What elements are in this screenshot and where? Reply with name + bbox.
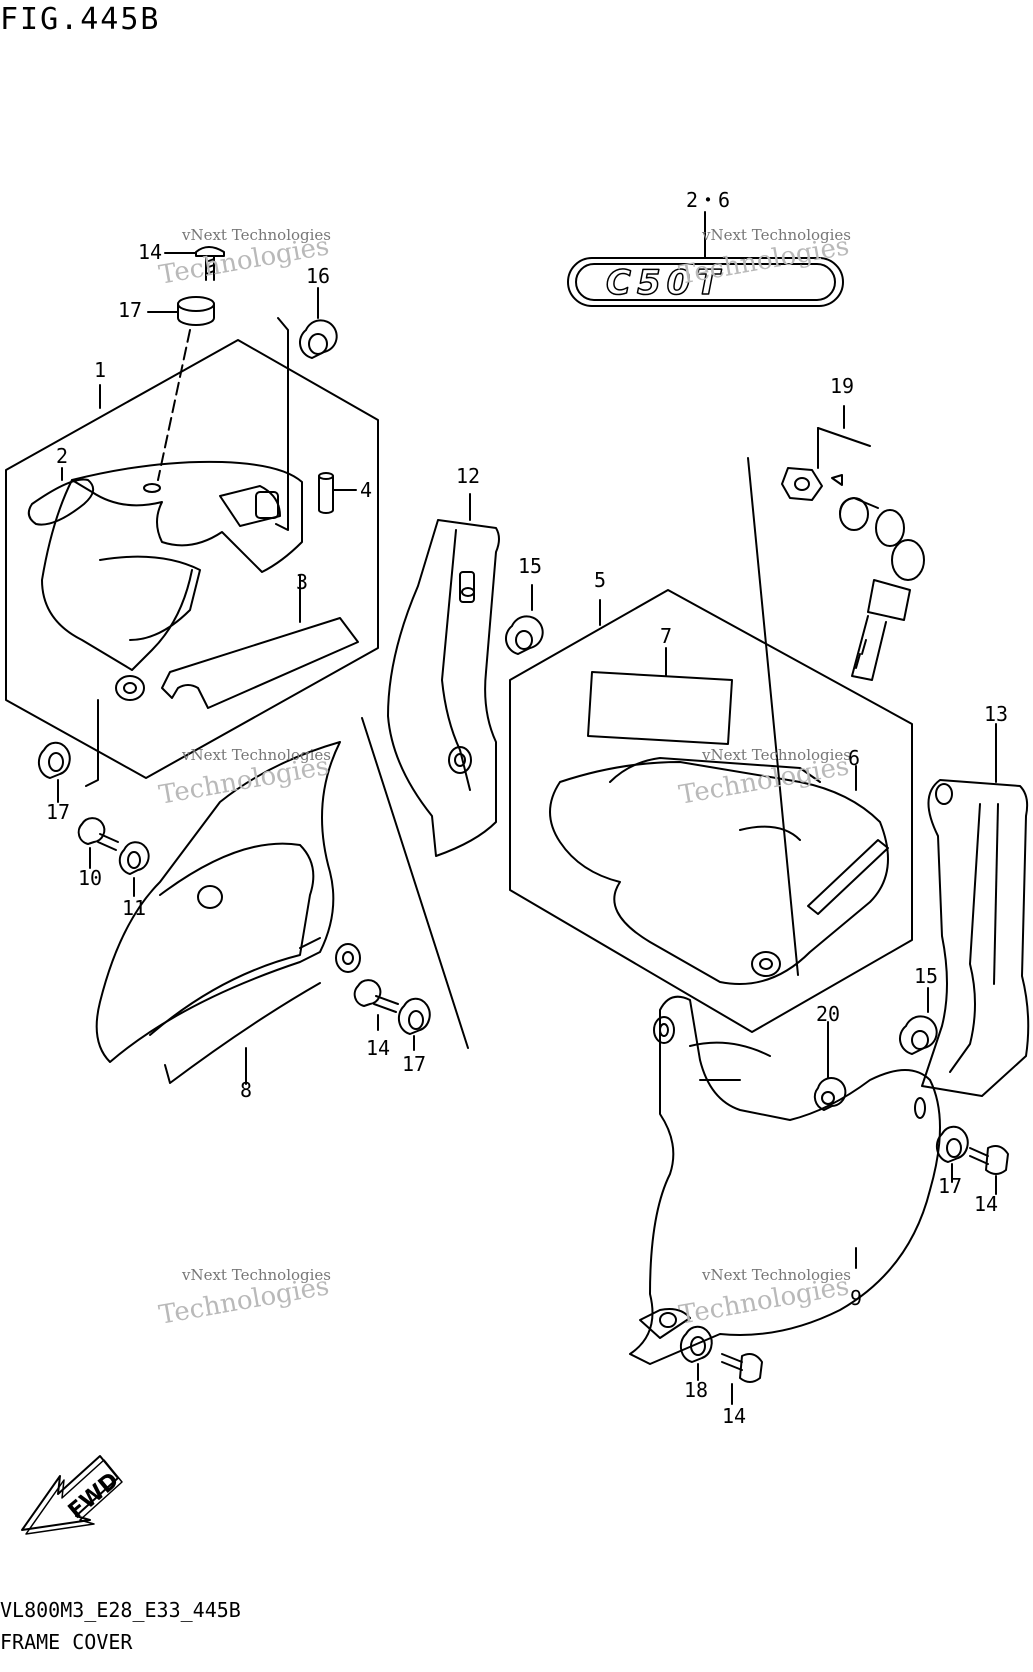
pad-part-2 bbox=[27, 467, 95, 526]
label-part-7 bbox=[587, 647, 733, 745]
frame-cover-part-9 bbox=[629, 995, 941, 1365]
leader-line-8 bbox=[361, 717, 469, 1049]
grommet-18 bbox=[679, 1325, 713, 1381]
callout-14: 14 bbox=[722, 1404, 747, 1428]
grommet-17-right bbox=[935, 1125, 969, 1183]
emblem-part: C50T bbox=[567, 211, 844, 307]
figure-title: FIG.445B bbox=[0, 2, 161, 37]
callout-6: 6 bbox=[848, 746, 861, 770]
grommet-16 bbox=[299, 287, 338, 359]
callout-2: 2 bbox=[56, 444, 69, 468]
callout-17: 17 bbox=[118, 298, 143, 322]
grommet-17-top bbox=[147, 296, 215, 481]
callout-17: 17 bbox=[938, 1174, 963, 1198]
pin-part-4 bbox=[318, 472, 357, 514]
callout-17: 17 bbox=[46, 800, 71, 824]
frame-cover-part-1 bbox=[41, 317, 303, 701]
callout-7: 7 bbox=[660, 624, 673, 648]
assembly-box-1 bbox=[5, 339, 379, 779]
callout-4: 4 bbox=[360, 478, 373, 502]
callout-14: 14 bbox=[366, 1036, 391, 1060]
grommet-15-right bbox=[899, 987, 938, 1055]
nut-11 bbox=[118, 841, 150, 897]
callout-18: 18 bbox=[684, 1378, 709, 1402]
callout-20: 20 bbox=[816, 1002, 841, 1026]
callout-10: 10 bbox=[78, 866, 103, 890]
emblem-text: C50T bbox=[606, 263, 725, 303]
callout-14: 14 bbox=[974, 1192, 999, 1216]
callout-9: 9 bbox=[850, 1286, 863, 1310]
callout-12: 12 bbox=[456, 464, 481, 488]
grommet-17-left bbox=[37, 699, 99, 803]
bolt-14-right bbox=[969, 1145, 1009, 1195]
frame-cover-part-5 bbox=[549, 757, 889, 985]
callout-13: 13 bbox=[984, 702, 1009, 726]
grommet-15-top bbox=[505, 584, 544, 655]
callout-17: 17 bbox=[402, 1052, 427, 1076]
section-title: FRAME COVER bbox=[0, 1630, 133, 1654]
frame-cover-part-8 bbox=[95, 741, 361, 1085]
callout-15: 15 bbox=[914, 964, 939, 988]
grommet-17-middle bbox=[397, 997, 431, 1051]
bolt-14-middle bbox=[353, 979, 399, 1031]
callout-2-6: 2・6 bbox=[686, 188, 731, 212]
bolt-14-top bbox=[164, 246, 225, 281]
rail-part-13 bbox=[921, 723, 1030, 1097]
callout-3: 3 bbox=[296, 570, 309, 594]
callout-11: 11 bbox=[122, 896, 147, 920]
leader-line-19 bbox=[747, 457, 799, 976]
callout-5: 5 bbox=[594, 568, 607, 592]
callout-16: 16 bbox=[306, 264, 331, 288]
callout-8: 8 bbox=[240, 1078, 253, 1102]
fwd-label: FWD bbox=[64, 1468, 124, 1524]
diagram-code: VL800M3_E28_E33_445B bbox=[0, 1598, 241, 1622]
assembly-box-5 bbox=[509, 589, 913, 1033]
fwd-arrow-icon: FWD bbox=[21, 1455, 124, 1535]
bolt-10 bbox=[77, 817, 119, 869]
callout-19: 19 bbox=[830, 374, 855, 398]
bolt-14-bottom bbox=[721, 1353, 763, 1405]
plate-part-3 bbox=[161, 574, 359, 709]
bracket-part-12 bbox=[387, 493, 500, 857]
grommet-20 bbox=[813, 1021, 847, 1111]
callout-1: 1 bbox=[94, 358, 107, 382]
lock-set-part-19 bbox=[781, 405, 925, 681]
callout-14: 14 bbox=[138, 240, 163, 264]
callout-15: 15 bbox=[518, 554, 543, 578]
